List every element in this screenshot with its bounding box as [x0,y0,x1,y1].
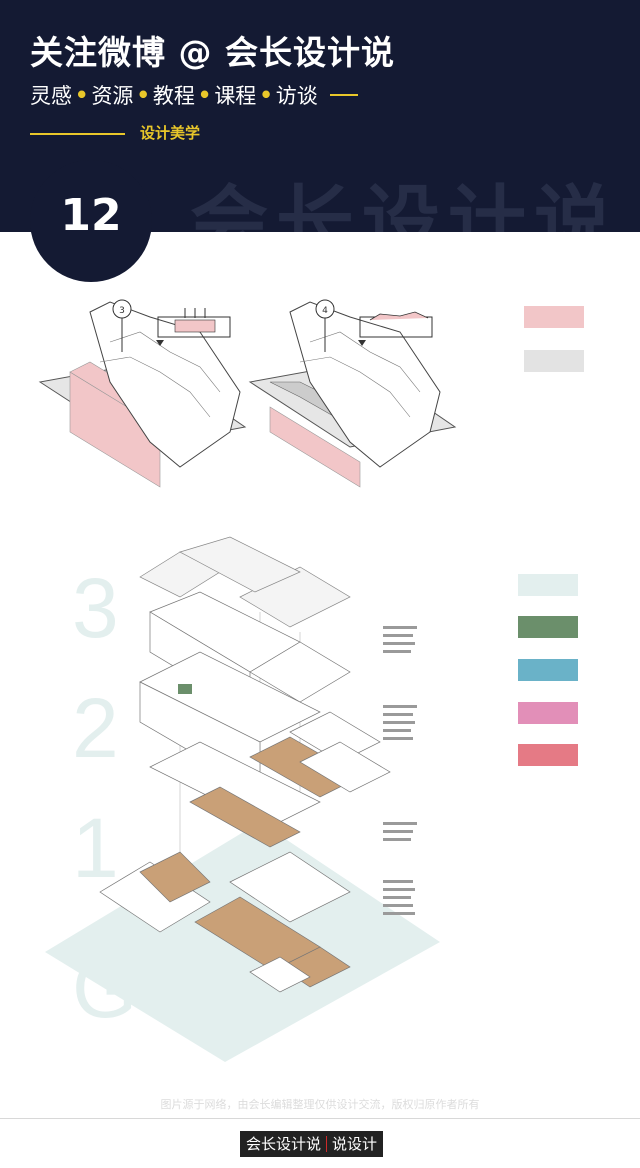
category-label: 设计美学 [140,124,201,142]
page-title: 关注微博 @ 会长设计说 [30,33,395,72]
legend-swatch-magenta [518,702,578,724]
decorative-line [329,94,358,96]
separator-dot: • [197,83,212,107]
site-axonometric-4 [248,301,457,488]
brand-right: 说设计 [332,1135,378,1153]
architecture-diagram: 3 4 3 2 1 G [38,299,457,1062]
decorative-line [30,133,125,135]
subtitle-item: 访谈 [275,84,318,108]
subtitle-item: 课程 [214,84,257,108]
copyright-note: 图片源于网络，由会长编辑整理仅供设计交流，版权归原作者所有 [160,1098,480,1111]
legend-swatch-green [518,616,578,638]
subtitle-item: 灵感 [30,84,72,108]
subtitle-row: 灵感 • 资源 • 教程 • 课程 • 访谈 [30,80,358,110]
subtitle-item: 资源 [91,84,134,108]
level-legend-lines [383,626,417,915]
legend-swatch-blue [518,659,578,681]
brand-separator [326,1136,328,1152]
legend-swatch-grey [524,350,584,372]
separator-dot: • [75,83,89,107]
separator-dot: • [136,83,150,107]
brand-left: 会长设计说 [246,1135,322,1153]
section-diagram-4 [358,311,433,346]
floor-numerals: 3 2 1 G [72,561,137,1035]
section-diagram-3 [156,308,231,346]
exploded-level-ground [99,851,351,993]
badge-number: 12 [60,190,122,241]
exploded-level-roof [139,536,351,628]
svg-text:3: 3 [119,306,125,316]
exploded-level-1 [149,736,391,848]
svg-text:2: 2 [72,681,119,775]
subtitle-item: 教程 [152,84,195,108]
brand-tag: 会长设计说 说设计 [240,1131,384,1157]
svg-text:1: 1 [72,801,119,895]
site-axonometric-3 [38,301,247,488]
step-marker-4: 4 [315,299,335,319]
footer-divider [0,1118,640,1119]
svg-text:3: 3 [72,561,119,655]
legend-swatch-pale-teal [518,574,578,596]
legend-swatch-red [518,744,578,766]
step-marker-3: 3 [112,299,132,319]
number-badge: 12 [30,160,152,282]
svg-text:4: 4 [322,306,328,316]
legend-swatch-pink [524,306,584,328]
separator-dot: • [259,83,273,107]
watermark-text: 会长设计说 [190,178,621,232]
